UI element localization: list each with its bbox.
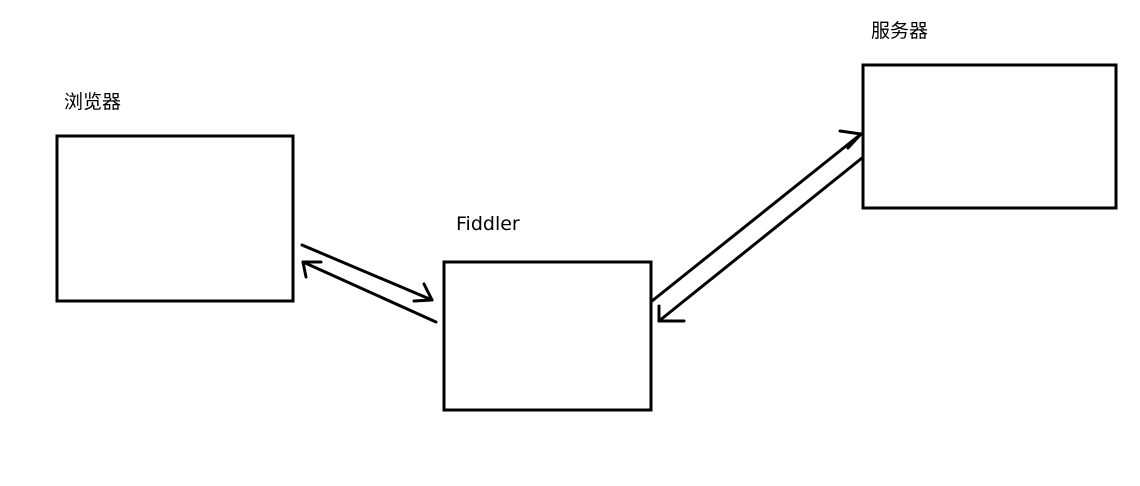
arrow-browser-to-fiddler-head: [412, 282, 434, 303]
server-label: 服务器: [871, 20, 928, 42]
fiddler-node: Fiddler: [442, 213, 653, 412]
arrow-fiddler-to-browser-shaft: [301, 260, 438, 324]
server-node: 服务器: [861, 20, 1118, 210]
arrow-browser-to-fiddler: [300, 243, 434, 303]
fiddler-label: Fiddler: [456, 213, 520, 235]
arrow-fiddler-to-server-head: [838, 129, 863, 150]
fiddler-box: [442, 260, 653, 412]
arrow-fiddler-to-browser-head: [301, 260, 323, 279]
arrow-fiddler-to-browser: [301, 260, 438, 324]
browser-label: 浏览器: [64, 91, 121, 113]
arrow-server-to-fiddler-shaft: [657, 156, 864, 323]
browser-box: [55, 134, 295, 303]
arrow-fiddler-to-server-shaft: [650, 132, 863, 303]
arrow-fiddler-to-server: [650, 129, 863, 303]
arrow-browser-to-fiddler-shaft: [300, 243, 434, 302]
arrow-server-to-fiddler: [657, 156, 864, 323]
arrow-server-to-fiddler-head: [657, 304, 686, 323]
server-box: [861, 63, 1118, 210]
browser-node: 浏览器: [55, 91, 295, 303]
